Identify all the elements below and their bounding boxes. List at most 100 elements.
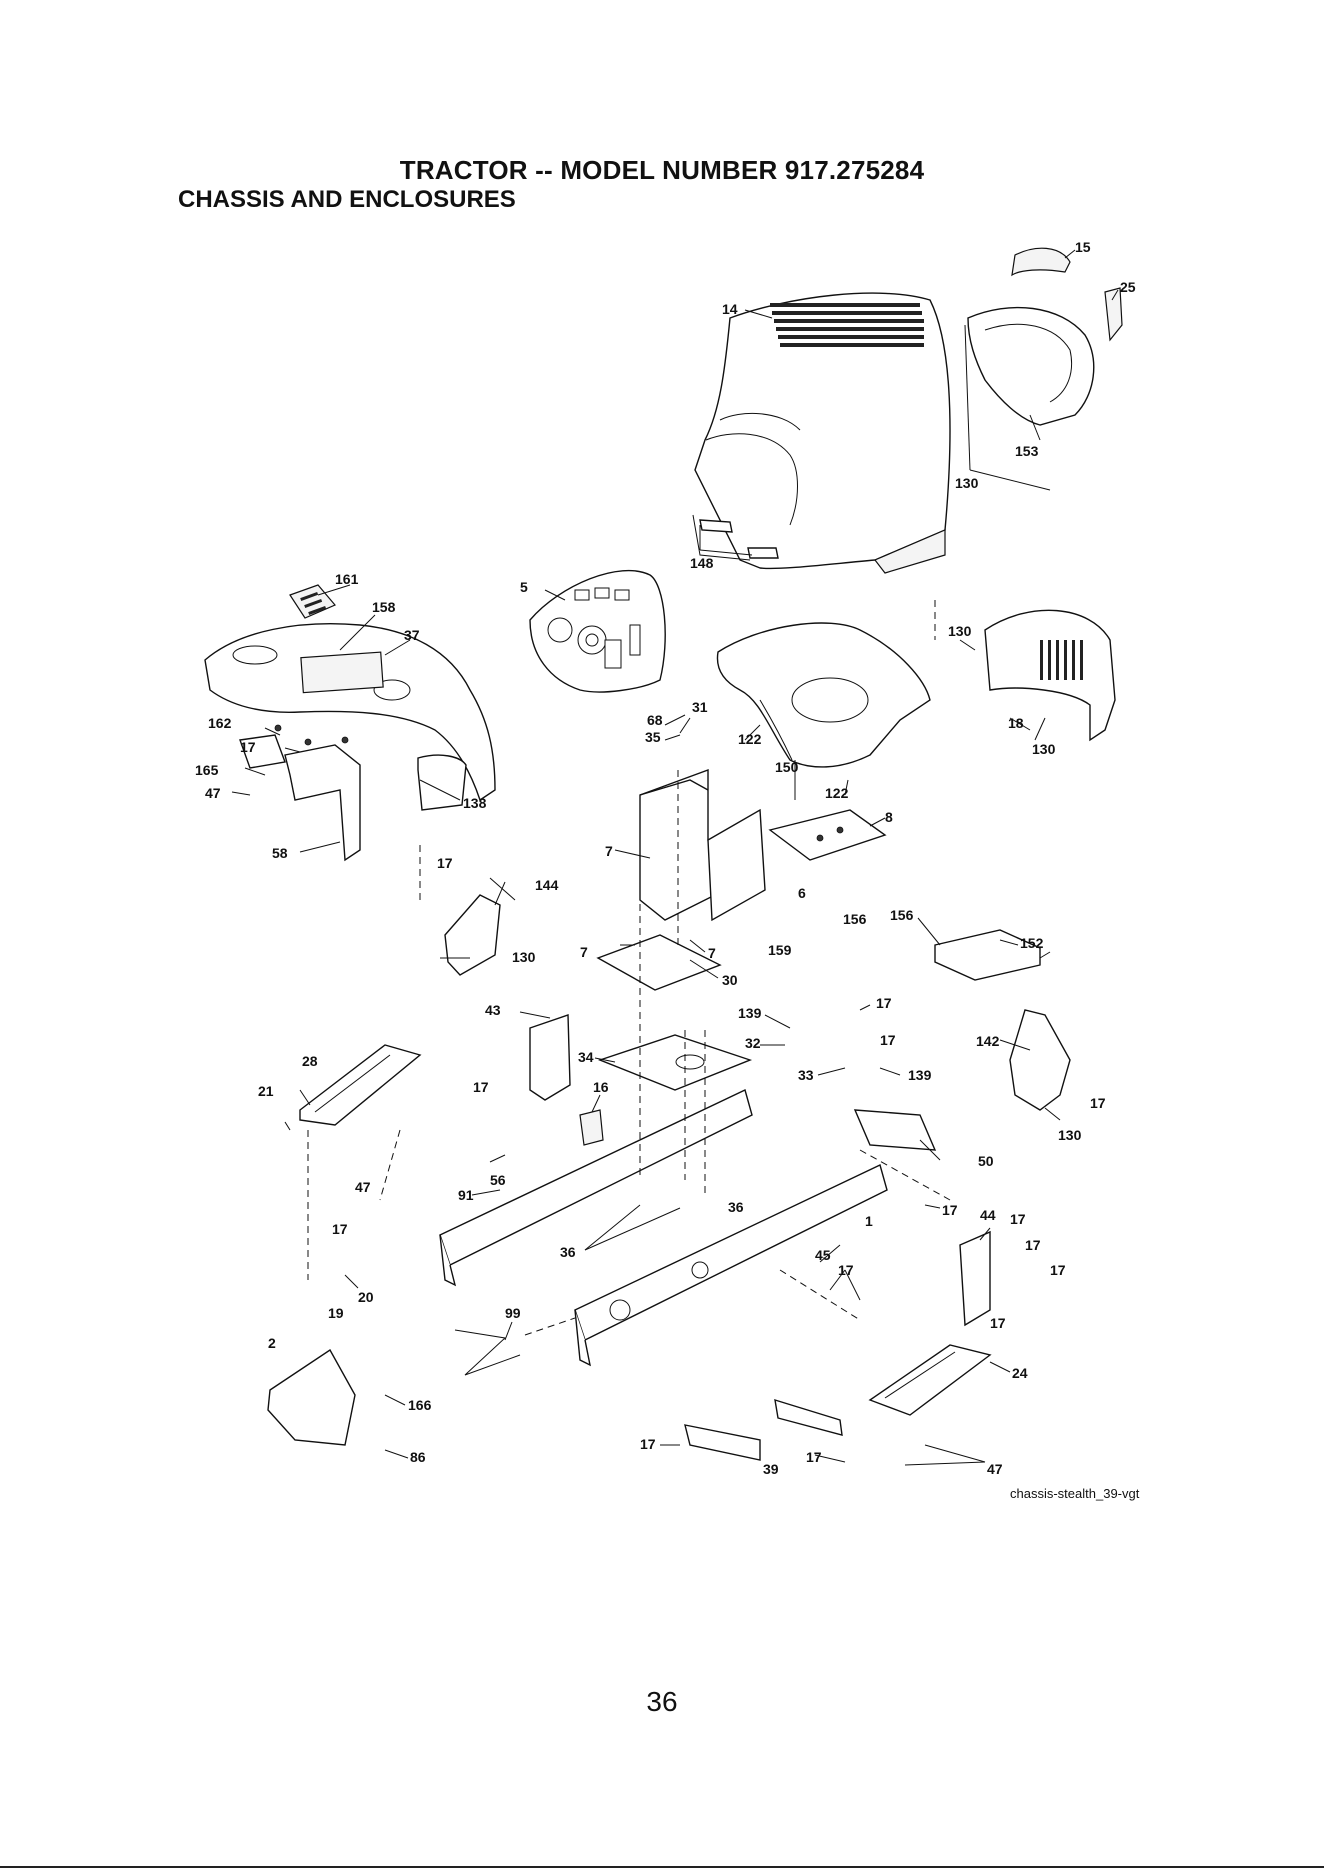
bottom-rule (0, 1866, 1324, 1868)
callout-20: 20 (358, 1289, 374, 1305)
mount-plate-2-part (267, 1348, 356, 1446)
callout-47: 47 (205, 785, 221, 801)
callout-17-g: 17 (942, 1202, 958, 1218)
callout-36-b: 36 (560, 1244, 576, 1260)
plate-43-part (529, 1014, 604, 1146)
callout-18: 18 (1008, 715, 1024, 731)
callout-35: 35 (645, 729, 661, 745)
callout-156: 156 (843, 911, 867, 927)
callout-31: 31 (692, 699, 708, 715)
callout-45: 45 (815, 1247, 831, 1263)
callout-58: 58 (272, 845, 288, 861)
footrest-left-part (299, 1044, 422, 1126)
callout-43: 43 (485, 1002, 501, 1018)
callout-2: 2 (268, 1335, 276, 1351)
callout-17-e: 17 (473, 1079, 489, 1095)
callout-152: 152 (1020, 935, 1044, 951)
callout-165: 165 (195, 762, 219, 778)
seat-plate-part (597, 1034, 753, 1091)
callout-150: 150 (775, 759, 799, 775)
callout-17-k: 17 (1050, 1262, 1066, 1278)
shift-rod-part (454, 1329, 521, 1376)
callout-17-c: 17 (876, 995, 892, 1011)
callout-7-b: 7 (580, 944, 588, 960)
callout-17-b: 17 (437, 855, 453, 871)
leader-lines (231, 249, 1119, 1466)
callout-17-o: 17 (806, 1449, 822, 1465)
callout-17-n: 17 (640, 1436, 656, 1452)
callout-1: 1 (865, 1213, 873, 1229)
callout-158: 158 (372, 599, 396, 615)
callout-7: 7 (605, 843, 613, 859)
callout-24: 24 (1012, 1365, 1028, 1381)
page-number: 36 (646, 1686, 678, 1717)
callout-32: 32 (745, 1035, 761, 1051)
grille-part (967, 247, 1123, 426)
callout-17-j: 17 (1025, 1237, 1041, 1253)
callout-130-e: 130 (1058, 1127, 1082, 1143)
section-subtitle: CHASSIS AND ENCLOSURES (178, 186, 516, 213)
hood-part (692, 292, 951, 574)
callout-161: 161 (335, 571, 359, 587)
callout-17-l: 17 (838, 1262, 854, 1278)
callout-130-c: 130 (1032, 741, 1056, 757)
callout-7-c: 7 (708, 945, 716, 961)
callout-86: 86 (410, 1449, 426, 1465)
callout-122-b: 122 (825, 785, 849, 801)
plate-30-part (596, 934, 722, 991)
callout-17-m: 17 (990, 1315, 1006, 1331)
frame-right-rail-part (574, 1164, 888, 1367)
callout-153: 153 (1015, 443, 1039, 459)
callout-68: 68 (647, 712, 663, 728)
callout-148: 148 (690, 555, 714, 571)
footrest-right-part (868, 1344, 992, 1416)
callout-130-b: 130 (948, 623, 972, 639)
strap-39-part (684, 1398, 843, 1461)
bracket-58-part (239, 724, 361, 862)
callout-36: 36 (728, 1199, 744, 1215)
callout-156-b: 156 (890, 907, 914, 923)
callout-33: 33 (798, 1067, 814, 1083)
callout-122: 122 (738, 731, 762, 747)
callout-19: 19 (328, 1305, 344, 1321)
callout-17-d: 17 (880, 1032, 896, 1048)
callout-28: 28 (302, 1053, 318, 1069)
callout-5: 5 (520, 579, 528, 595)
callout-17-i: 17 (332, 1221, 348, 1237)
brackets-144-142-part (444, 894, 1071, 1111)
callout-130-d: 130 (512, 949, 536, 965)
frame-left-rail-part (439, 1089, 753, 1287)
console-cover-part (716, 622, 931, 768)
callout-21: 21 (258, 1083, 274, 1099)
callout-37: 37 (404, 627, 420, 643)
callout-6: 6 (798, 885, 806, 901)
callout-91: 91 (458, 1187, 474, 1203)
page-title: TRACTOR -- MODEL NUMBER 917.275284 (399, 155, 925, 185)
callout-15: 15 (1075, 239, 1091, 255)
assembly-lines (307, 600, 951, 1336)
rear-grille-part (984, 609, 1116, 742)
callout-44: 44 (980, 1207, 996, 1223)
callout-144: 144 (535, 877, 559, 893)
callout-16: 16 (593, 1079, 609, 1095)
callout-17-f: 17 (1090, 1095, 1106, 1111)
battery-tray-part (934, 929, 1041, 981)
callout-166: 166 (408, 1397, 432, 1413)
callout-99: 99 (505, 1305, 521, 1321)
callout-159: 159 (768, 942, 792, 958)
callout-17: 17 (240, 739, 256, 755)
callout-34: 34 (578, 1049, 594, 1065)
dash-panel-part (529, 569, 666, 693)
callout-14: 14 (722, 301, 738, 317)
fender-part (204, 584, 496, 811)
callout-8: 8 (885, 809, 893, 825)
callout-139: 139 (738, 1005, 762, 1021)
callout-139-b: 139 (908, 1067, 932, 1083)
callout-25: 25 (1120, 279, 1136, 295)
callout-labels: 15 25 14 153 130 148 5 161 158 37 162 17… (195, 239, 1136, 1477)
callout-30: 30 (722, 972, 738, 988)
callout-47-b: 47 (355, 1179, 371, 1195)
rear-bracket-part (853, 1109, 991, 1327)
callout-162: 162 (208, 715, 232, 731)
